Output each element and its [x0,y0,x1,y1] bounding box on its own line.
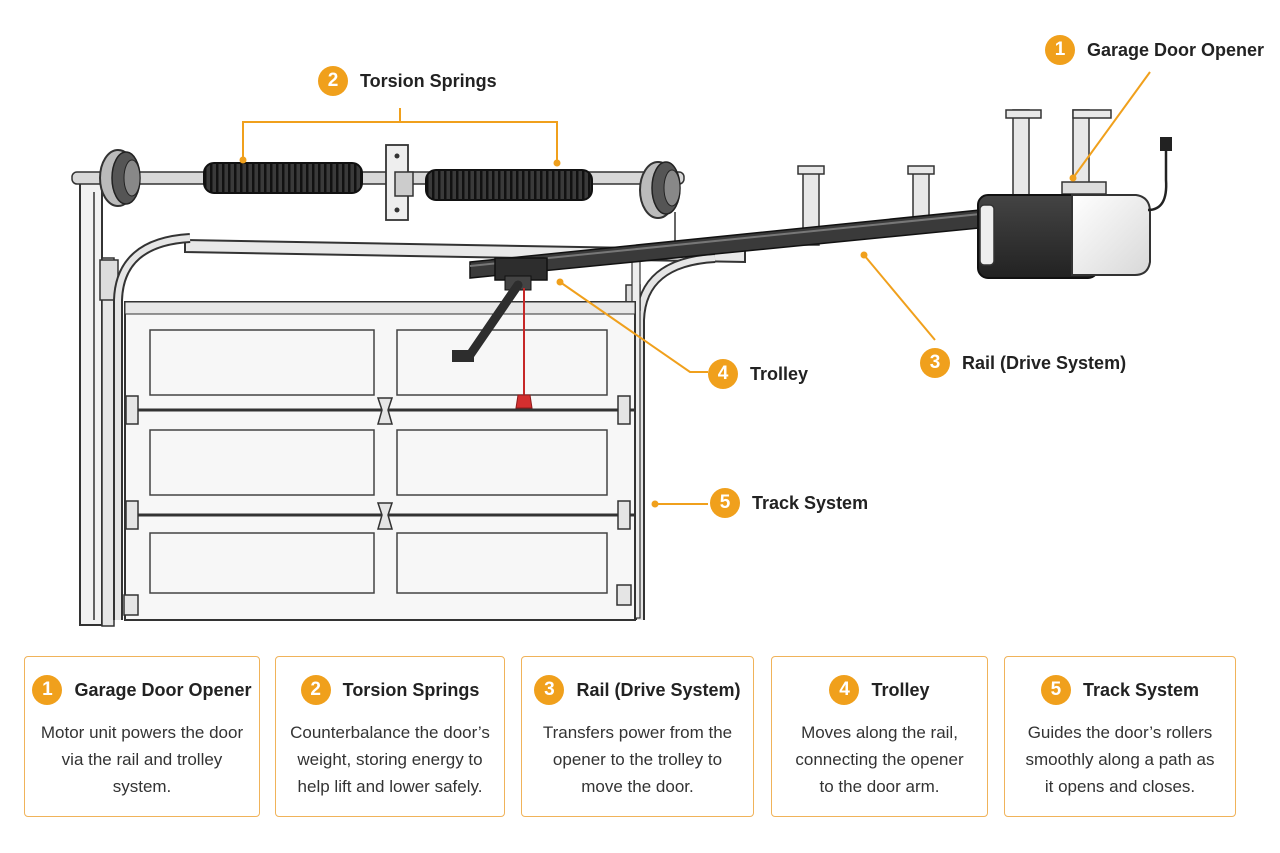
card-track-system: 5 Track System Guides the door’s rollers… [1004,656,1236,817]
card-title: Torsion Springs [342,679,480,700]
card-number-badge: 4 [829,675,860,705]
card-number-badge: 3 [534,675,565,705]
card-description: Guides the door’s rollers smoothly along… [1025,723,1215,796]
card-header: 4 Trolley [772,675,987,705]
callout-number-badge: 5 [710,488,740,518]
torsion-spring-right [425,169,593,201]
card-header: 1 Garage Door Opener [25,675,259,705]
opener-motor-unit [977,137,1172,279]
callout-torsion-springs: 2 Torsion Springs [318,66,497,96]
card-header: 3 Rail (Drive System) [522,675,753,705]
callout-label: Torsion Springs [360,70,497,91]
garage-door-illustration [71,71,1172,627]
track-system-left [113,233,191,620]
card-title: Track System [1082,679,1200,700]
center-bearing-bracket [385,144,414,221]
card-description: Moves along the rail, connecting the ope… [795,723,964,796]
card-title: Garage Door Opener [74,679,252,700]
track-system-right [635,253,716,620]
callout-garage-door-opener: 1 Garage Door Opener [1045,35,1264,65]
callout-number-badge: 2 [318,66,348,96]
card-header: 2 Torsion Springs [276,675,504,705]
card-title: Rail (Drive System) [576,679,741,700]
callout-number-badge: 4 [708,359,738,389]
card-title: Trolley [871,679,930,700]
callout-label: Rail (Drive System) [962,352,1127,373]
card-garage-door-opener: 1 Garage Door Opener Motor unit powers t… [24,656,260,817]
component-cards: 1 Garage Door Opener Motor unit powers t… [24,656,1236,819]
callout-number-badge: 3 [920,348,950,378]
callout-track-system: 5 Track System [710,488,868,518]
card-torsion-springs: 2 Torsion Springs Counterbalance the doo… [275,656,505,817]
card-number-badge: 5 [1040,675,1071,705]
card-description: Motor unit powers the door via the rail … [40,723,244,796]
callout-trolley: 4 Trolley [708,359,808,389]
card-rail-drive-system: 3 Rail (Drive System) Transfers power fr… [521,656,754,817]
garage-door [123,301,636,621]
callout-label: Trolley [750,363,809,384]
callout-rail-drive-system: 3 Rail (Drive System) [920,348,1126,378]
rail-drive-system [469,207,1001,279]
left-jamb [79,179,119,627]
card-number-badge: 1 [32,675,63,705]
rail-hanger-brackets [797,109,1112,246]
cable-drum-left [99,149,141,207]
card-description: Counterbalance the door’s weight, storin… [290,723,490,796]
trolley [452,257,548,409]
callout-label: Garage Door Opener [1087,39,1265,60]
callout-number-badge: 1 [1045,35,1075,65]
card-trolley: 4 Trolley Moves along the rail, connecti… [771,656,988,817]
cable-drum-right [639,161,681,219]
torsion-spring-left [203,162,363,194]
card-description: Transfers power from the opener to the t… [542,723,733,796]
card-number-badge: 2 [300,675,331,705]
callout-label: Track System [752,492,869,513]
card-header: 5 Track System [1005,675,1235,705]
